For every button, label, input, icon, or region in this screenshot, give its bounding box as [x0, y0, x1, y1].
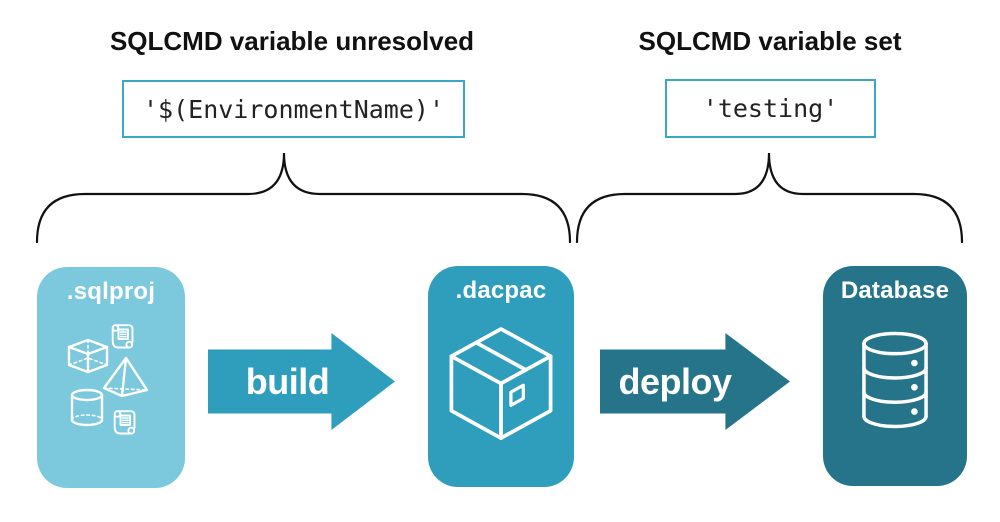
- stage-card-sqlproj: .sqlproj: [37, 267, 185, 488]
- code-value-set: 'testing': [702, 94, 839, 123]
- heading-variable-unresolved: SQLCMD variable unresolved: [109, 26, 475, 56]
- package-icon: [449, 327, 553, 440]
- deploy-arrow: deploy: [600, 333, 790, 430]
- build-arrow-label: build: [245, 360, 330, 402]
- stage-label-dacpac: .dacpac: [455, 277, 547, 304]
- deploy-arrow-label: deploy: [618, 360, 732, 402]
- build-arrow: build: [208, 333, 395, 430]
- stage-label-database: Database: [840, 277, 950, 304]
- code-box-environment-name: '$(EnvironmentName)': [122, 80, 465, 138]
- left-brace: [35, 152, 572, 244]
- stage-label-sqlproj: .sqlproj: [66, 278, 156, 305]
- stage-card-database: Database: [823, 266, 967, 486]
- code-value-unresolved: '$(EnvironmentName)': [142, 94, 445, 124]
- stage-card-dacpac: .dacpac: [428, 266, 574, 487]
- code-box-testing: 'testing': [665, 79, 876, 138]
- right-brace: [575, 152, 964, 244]
- sql-objects-icon: [67, 324, 149, 435]
- heading-variable-set: SQLCMD variable set: [638, 26, 902, 56]
- database-icon: [862, 331, 928, 429]
